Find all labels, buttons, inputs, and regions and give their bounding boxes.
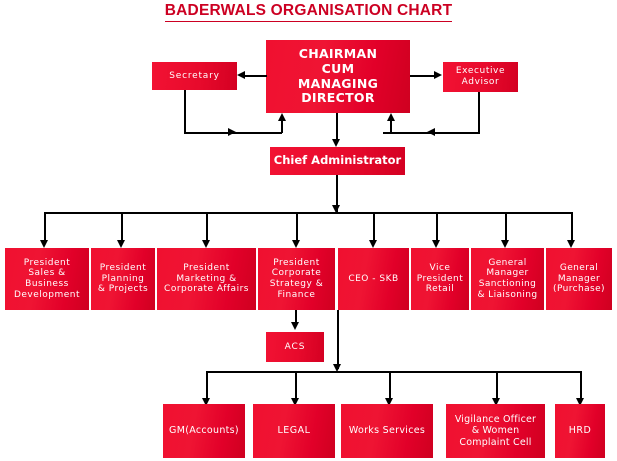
- node-division-label: General Manager (Purchase): [553, 263, 605, 295]
- arrowhead-division-1: [40, 240, 48, 248]
- node-president-corporate-strategy-finance[interactable]: President Corporate Strategy & Finance: [258, 248, 335, 310]
- node-division-label: President Marketing & Corporate Affairs: [164, 263, 249, 295]
- arrowhead-division-5: [369, 240, 377, 248]
- distribution-bus-divisions: [44, 212, 572, 214]
- node-unit-label: HRD: [568, 425, 592, 437]
- node-unit-label: Works Services: [348, 425, 426, 437]
- edge-chairman-to-chief-administrator: [336, 113, 338, 140]
- arrowhead-division-3: [202, 240, 210, 248]
- node-secretary[interactable]: Secretary: [152, 62, 237, 90]
- drop-line-division-4: [296, 212, 298, 243]
- node-division-label: General Manager Sanctioning & Liaisoning: [477, 257, 538, 300]
- arrowhead-corporate-strategy-to-acs: [291, 322, 299, 330]
- arrowhead-division-7: [501, 240, 509, 248]
- node-ceo-skb[interactable]: CEO - SKB: [338, 248, 409, 310]
- arrowhead-chairman-to-executive-advisor: [434, 71, 442, 79]
- edge-chief-administrator-down: [336, 175, 338, 212]
- edge-ceo-skb-down: [337, 310, 339, 369]
- node-chairman-cum-managing-director[interactable]: CHAIRMAN CUM MANAGING DIRECTOR: [266, 40, 410, 113]
- node-vigilance-officer-women-complaint-cell[interactable]: Vigilance Officer & Women Complaint Cell: [446, 404, 545, 458]
- node-president-marketing-corporate-affairs[interactable]: President Marketing & Corporate Affairs: [157, 248, 256, 310]
- edge-advisor-return-vertical: [478, 92, 480, 133]
- drop-line-division-1: [44, 212, 46, 243]
- arrowhead-division-4: [292, 240, 300, 248]
- arrowhead-unit-2: [291, 398, 299, 406]
- node-acs[interactable]: ACS: [266, 332, 324, 362]
- arrowhead-advisor-into-chairman: [387, 113, 395, 121]
- node-division-label: President Sales & Business Development: [13, 257, 81, 300]
- edge-chairman-to-secretary: [245, 75, 267, 77]
- node-chairman-label: CHAIRMAN CUM MANAGING DIRECTOR: [297, 46, 379, 106]
- drop-line-unit-1: [206, 371, 208, 401]
- arrowhead-unit-4: [492, 398, 500, 406]
- node-division-label: Vice President Retail: [416, 263, 464, 295]
- drop-line-division-7: [505, 212, 507, 243]
- arrowhead-unit-5: [576, 398, 584, 406]
- node-president-planning-projects[interactable]: President Planning & Projects: [91, 248, 155, 310]
- edge-corporate-strategy-to-acs: [295, 310, 297, 323]
- drop-line-unit-4: [496, 371, 498, 401]
- node-executive-advisor[interactable]: Executive Advisor: [443, 62, 518, 92]
- node-chief-administrator[interactable]: Chief Administrator: [270, 147, 405, 175]
- drop-line-division-3: [206, 212, 208, 243]
- node-hrd[interactable]: HRD: [555, 404, 605, 458]
- edge-chairman-to-executive-advisor: [410, 75, 434, 77]
- drop-line-unit-2: [295, 371, 297, 401]
- node-president-sales-business-development[interactable]: President Sales & Business Development: [5, 248, 89, 310]
- node-unit-label: Vigilance Officer & Women Complaint Cell: [454, 414, 537, 448]
- arrowhead-division-6: [432, 240, 440, 248]
- node-chief-administrator-label: Chief Administrator: [273, 153, 402, 168]
- drop-line-unit-3: [389, 371, 391, 401]
- node-vice-president-retail[interactable]: Vice President Retail: [411, 248, 469, 310]
- arrowhead-unit-3: [385, 398, 393, 406]
- arrowhead-division-2: [117, 240, 125, 248]
- page-title-text: BADERWALS ORGANISATION CHART: [164, 2, 453, 22]
- distribution-bus-units: [206, 371, 581, 373]
- arrowhead-chief-administrator-down: [332, 205, 340, 213]
- drop-line-division-8: [571, 212, 573, 243]
- drop-line-division-6: [436, 212, 438, 243]
- drop-line-unit-5: [580, 371, 582, 401]
- node-unit-label: GM(Accounts): [169, 425, 239, 437]
- arrowhead-chairman-to-chief-administrator: [332, 139, 340, 147]
- node-general-manager-purchase[interactable]: General Manager (Purchase): [546, 248, 612, 310]
- drop-line-division-5: [373, 212, 375, 243]
- node-acs-label: ACS: [284, 341, 306, 352]
- node-legal[interactable]: LEGAL: [253, 404, 335, 458]
- node-division-label: President Planning & Projects: [97, 263, 149, 295]
- drop-line-division-2: [121, 212, 123, 243]
- node-gm-accounts[interactable]: GM(Accounts): [163, 404, 245, 458]
- node-secretary-label: Secretary: [169, 70, 220, 81]
- node-general-manager-sanctioning-liaisoning[interactable]: General Manager Sanctioning & Liaisoning: [471, 248, 544, 310]
- arrowhead-chairman-to-secretary: [237, 71, 245, 79]
- node-division-label: President Corporate Strategy & Finance: [269, 257, 324, 300]
- node-division-label: CEO - SKB: [348, 273, 399, 284]
- edge-secretary-return-up: [281, 121, 283, 133]
- node-unit-label: LEGAL: [277, 425, 311, 437]
- page-title: BADERWALS ORGANISATION CHART: [0, 2, 617, 22]
- arrowhead-ceo-skb-down: [333, 364, 341, 372]
- edge-secretary-return-vertical: [184, 90, 186, 133]
- edge-advisor-return-up: [390, 121, 392, 133]
- arrowhead-advisor-return-left: [427, 128, 435, 136]
- node-executive-advisor-label: Executive Advisor: [455, 66, 506, 87]
- arrowhead-secretary-into-chairman: [278, 113, 286, 121]
- arrowhead-unit-1: [202, 398, 210, 406]
- arrowhead-secretary-return-right: [228, 128, 236, 136]
- node-works-services[interactable]: Works Services: [341, 404, 433, 458]
- arrowhead-division-8: [567, 240, 575, 248]
